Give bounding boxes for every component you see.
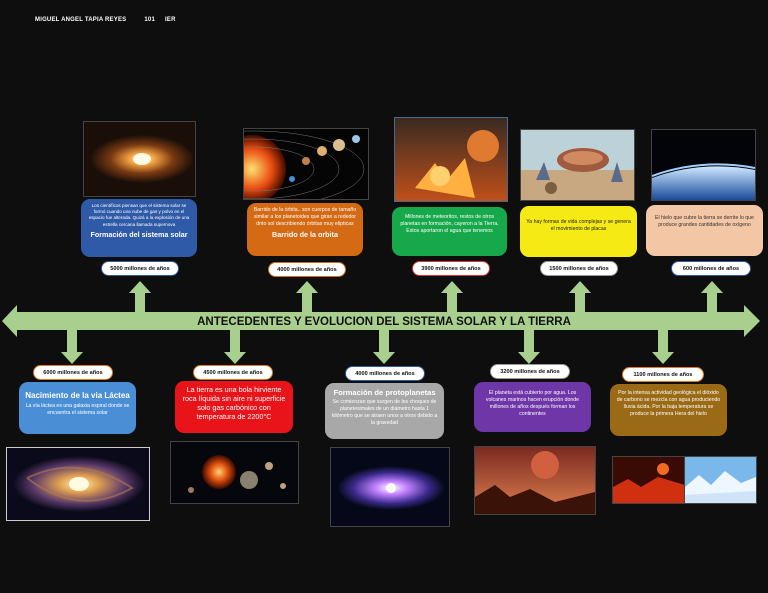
event-title: Formación del sistema solar [90, 229, 188, 239]
author-line: MIGUEL ANGEL TAPIA REYES 101 IER [35, 17, 176, 23]
event-text: Se comienzan que surgen de los choques d… [331, 399, 438, 427]
connector-arrow-down [518, 330, 540, 364]
connector-arrow-down [224, 330, 246, 364]
molten-earth-image [170, 441, 299, 504]
time-pill: 3900 millones de años [412, 261, 490, 276]
meteorite-impact-image [394, 117, 508, 202]
time-pill: 3200 millones de años [490, 364, 570, 379]
event-card-bola-hirviente: La tierra es una bola hirviente roca líq… [175, 381, 293, 433]
volcanic-planet-image [474, 446, 596, 515]
time-pill: 600 millones de años [671, 261, 751, 276]
connector-arrow-up [296, 281, 318, 312]
time-pill: 6000 millones de años [33, 365, 113, 380]
connector-arrow-down [61, 330, 83, 364]
connector-arrow-up [569, 281, 591, 312]
milky-way-image [6, 447, 150, 521]
event-text: El hielo que cubre la tierra se derrite … [655, 215, 754, 229]
connector-arrow-up [129, 281, 151, 312]
time-pill: 5000 millones de años [101, 261, 179, 276]
event-text: Por la intensa actividad geológica el di… [616, 390, 721, 418]
earth-atmosphere-image [651, 129, 756, 201]
author-code: IER [165, 17, 176, 23]
connector-arrow-up [701, 281, 723, 312]
connector-arrow-down [373, 330, 395, 364]
event-title: Barrido de la orbita [272, 230, 338, 240]
early-life-image [520, 129, 635, 201]
event-title: Formación de protoplanetas [333, 388, 436, 397]
event-text: La vía láctea es una galaxia espiral don… [25, 402, 130, 416]
event-text: La tierra es una bola hirviente roca líq… [182, 385, 286, 421]
event-card-vida-compleja: Ya hay formas de vida complejas y se gen… [520, 206, 637, 257]
event-card-lluvia-acida: Por la intensa actividad geológica el di… [610, 384, 727, 436]
event-text: Ya hay formas de vida complejas y se gen… [526, 219, 631, 233]
timeline-arrow [2, 305, 760, 337]
time-pill: 1500 millones de años [540, 261, 618, 276]
event-card-planeta-agua: El planeta está cubierto por agua. Los v… [474, 382, 591, 432]
author-name: MIGUEL ANGEL TAPIA REYES [35, 17, 127, 23]
lava-landscape-image [612, 456, 686, 504]
timeline-title: ANTECEDENTES Y EVOLUCION DEL SISTEMA SOL… [197, 316, 571, 328]
ice-age-image [684, 456, 757, 504]
solar-nebula-image [83, 121, 196, 197]
event-card-barrido-orbita: Barrido de la órbita.. son cuerpos de ta… [247, 203, 363, 256]
event-text: Barrido de la órbita.. son cuerpos de ta… [253, 207, 357, 228]
event-text: El planeta está cubierto por agua. Los v… [485, 390, 580, 418]
planets-orbit-image [243, 128, 369, 200]
event-card-meteoritos: Millones de meteoritos, restos de otros … [392, 207, 507, 256]
time-pill: 4500 millones de años [193, 365, 273, 380]
time-pill: 4000 millones de años [345, 366, 425, 381]
author-group: 101 [144, 17, 155, 23]
time-pill: 1100 millones de años [622, 367, 704, 382]
event-text: Millones de meteoritos, restos de otros … [400, 214, 499, 235]
connector-arrow-up [441, 281, 463, 312]
protoplanet-disk-image [330, 447, 450, 527]
event-card-protoplanetas: Formación de protoplanetas Se comienzan … [325, 383, 444, 439]
event-card-via-lactea: Nacimiento de la via Láctea La vía lácte… [19, 382, 136, 434]
event-card-formacion-sistema-solar: Los científicos piensan que el sistema s… [81, 199, 197, 257]
event-title: Nacimiento de la via Láctea [25, 391, 130, 400]
event-text: Los científicos piensan que el sistema s… [88, 203, 190, 227]
time-pill: 4000 millones de años [268, 262, 346, 277]
event-card-hielo: El hielo que cubre la tierra se derrite … [646, 205, 763, 256]
connector-arrow-down [652, 330, 674, 364]
